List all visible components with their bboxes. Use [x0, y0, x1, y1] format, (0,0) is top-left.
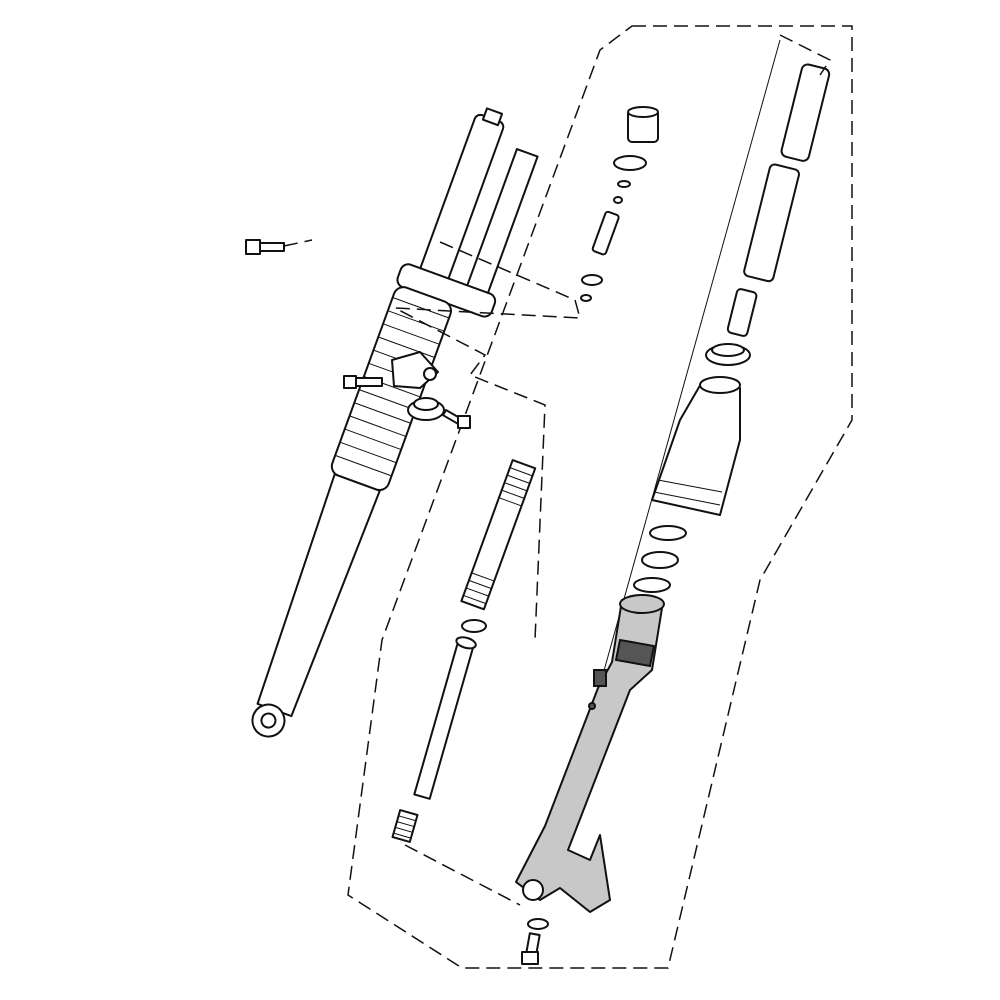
oil-seal	[641, 551, 679, 569]
bolt-bracket	[343, 375, 383, 389]
clamp	[407, 397, 445, 421]
inner-tube	[780, 63, 831, 162]
fork-spring-upper	[460, 459, 537, 611]
circlip	[649, 525, 687, 541]
drain-bolt	[521, 932, 541, 965]
drain-washer	[527, 918, 549, 930]
fork-cap	[481, 107, 504, 127]
o-ring	[613, 155, 647, 171]
dust-boot	[651, 376, 741, 516]
outer-tube-highlighted	[515, 594, 665, 913]
seal-washer	[633, 577, 671, 593]
slide-bushing	[726, 288, 758, 337]
damper-rod-top	[591, 210, 620, 256]
bleed-screw	[593, 669, 607, 687]
bolt-clamp	[441, 409, 471, 429]
exploded-group-boundary	[347, 25, 853, 969]
fork-tube-right	[743, 163, 800, 283]
clamp-bracket	[391, 351, 439, 389]
fork-cap-bolt	[627, 106, 659, 143]
bolt-left-top	[245, 239, 285, 255]
washer	[581, 274, 603, 286]
rebound-spring	[391, 809, 419, 843]
axle-hole	[522, 879, 544, 901]
assembled-fork	[251, 107, 539, 738]
damper-rod	[413, 636, 477, 800]
lower-leg	[256, 473, 381, 718]
spacer-washer	[461, 619, 487, 633]
hose-clamp	[705, 343, 751, 366]
